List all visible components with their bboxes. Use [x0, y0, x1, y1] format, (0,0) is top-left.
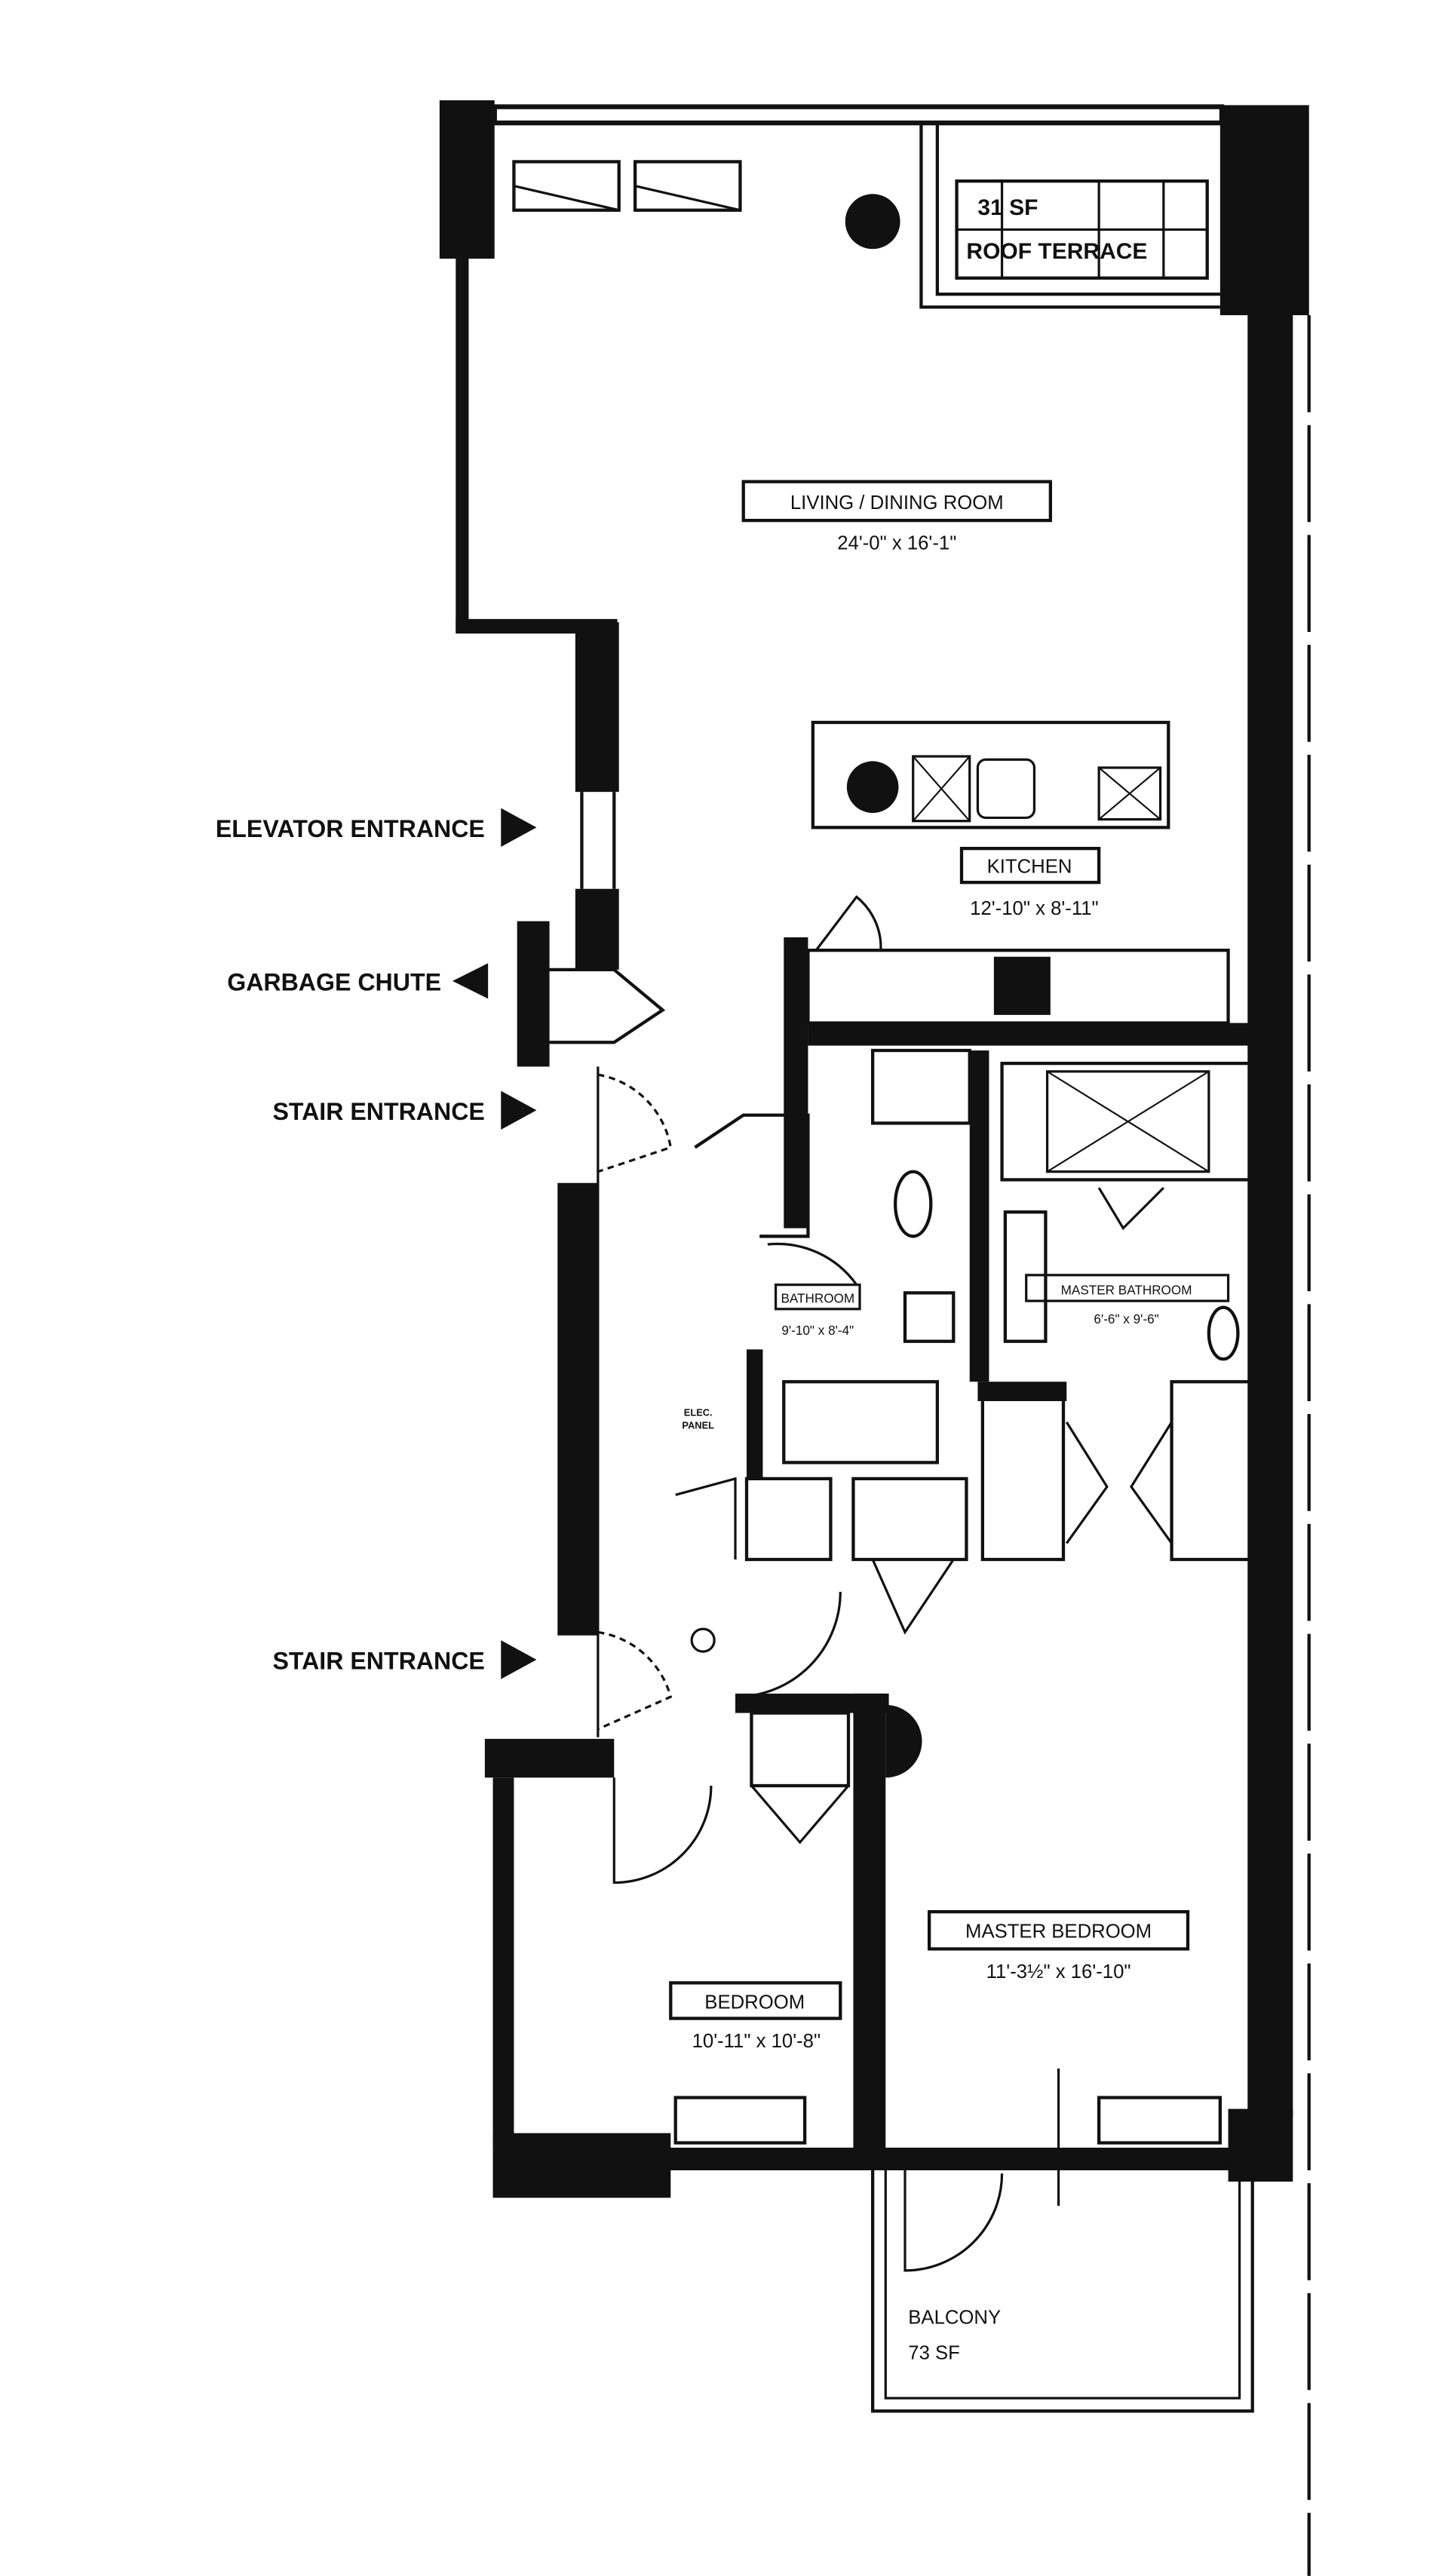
elec-panel-line1: ELEC.: [684, 1406, 713, 1418]
master-bedroom-label-box: [928, 1910, 1190, 1951]
terrace-name: ROOF TERRACE: [966, 239, 1147, 264]
living-name: LIVING / DINING ROOM: [790, 492, 1004, 514]
bedroom-dims: 10'-11" x 10'-8": [692, 2031, 821, 2052]
arrow-left-icon: [452, 963, 489, 999]
terrace-area: 31 SF: [977, 195, 1038, 220]
stair-entrance-label-1: STAIR ENTRANCE: [272, 1098, 484, 1125]
entry-details: [517, 921, 1060, 2206]
master-bedroom-name: MASTER BEDROOM: [965, 1921, 1152, 1942]
bath-fixtures: [675, 1048, 1258, 1635]
bedroom-name: BEDROOM: [704, 1992, 805, 2013]
arrow-right-icon: [501, 1640, 537, 1679]
balcony-area: 73 SF: [908, 2343, 960, 2364]
living-label-box: [741, 480, 1052, 523]
master-bedroom-dims: 11'-3½" x 16'-10": [986, 1961, 1131, 1983]
elevator-entrance-label: ELEVATOR ENTRANCE: [216, 815, 485, 842]
balcony: [871, 2167, 1254, 2413]
arrow-right-icon: [501, 1090, 537, 1130]
bathroom-dims: 9'-10" x 8'-4": [781, 1323, 854, 1338]
elec-panel-line2: PANEL: [682, 1419, 714, 1431]
walls: [439, 100, 1311, 2576]
garbage-chute-label: GARBAGE CHUTE: [227, 969, 441, 996]
kitchen-fixtures: [784, 720, 1253, 1228]
bedroom-label-box: [669, 1981, 842, 2020]
master-bathroom-dims: 6'-6" x 9'-6": [1094, 1311, 1158, 1326]
bathroom-label-box: [774, 1283, 861, 1311]
stair-entrance-label-2: STAIR ENTRANCE: [272, 1648, 484, 1675]
windows: [512, 160, 1222, 2145]
master-bathroom-label-box: [1025, 1274, 1230, 1302]
kitchen-label-box: [959, 847, 1101, 885]
kitchen-dims: 12'-10" x 8'-11": [970, 898, 1098, 919]
roof-terrace: 31 SF ROOF TERRACE: [845, 123, 1220, 309]
master-bathroom-name: MASTER BATHROOM: [1061, 1283, 1192, 1298]
arrow-right-icon: [501, 808, 537, 847]
balcony-name: BALCONY: [908, 2308, 1001, 2329]
living-dims: 24'-0" x 16'-1": [837, 533, 956, 554]
kitchen-name: KITCHEN: [987, 856, 1072, 877]
bathroom-name: BATHROOM: [781, 1290, 854, 1305]
column-icon: [845, 194, 900, 250]
